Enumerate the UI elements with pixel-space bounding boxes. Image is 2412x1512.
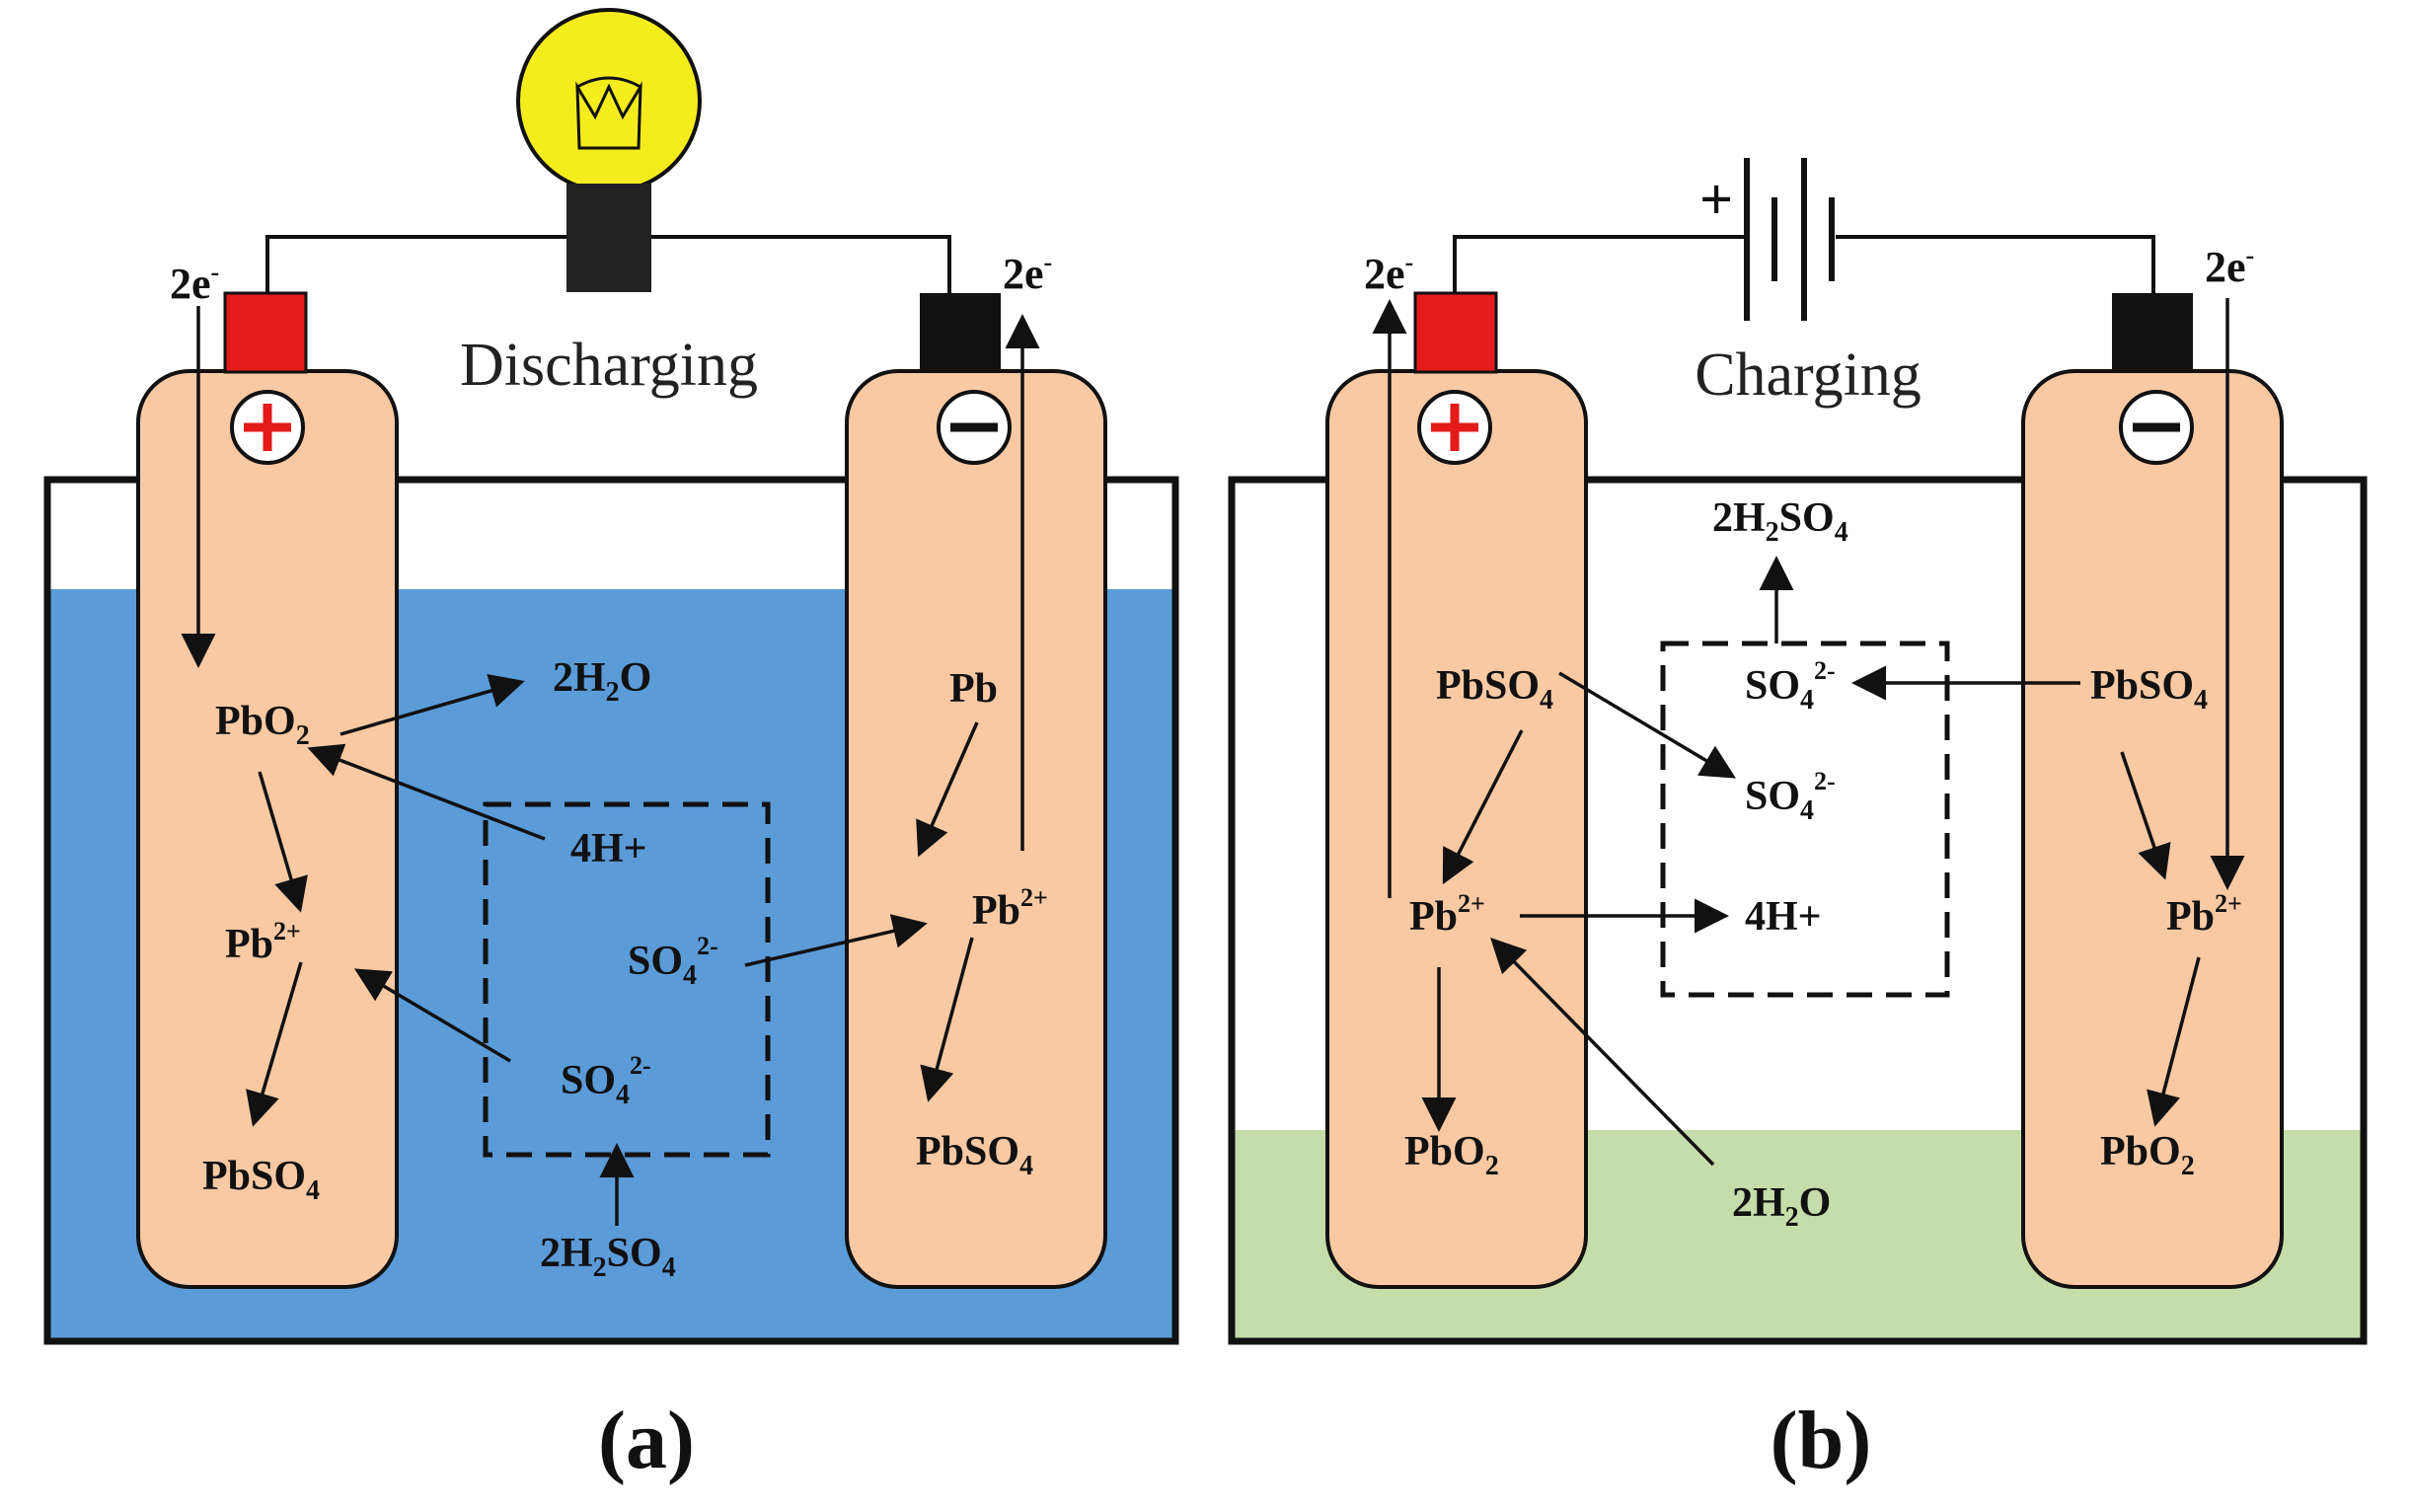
so4-label-top-b: SO42- [1745,656,1836,716]
arrow-pb-to-pb2 [916,721,979,858]
h2o-label-b: 2H2O [1732,1180,1831,1233]
pbso4-label-right-b: PbSO4 [2090,663,2208,716]
arrow-h2o-to-pb2 [1490,938,1715,1167]
battery-source-icon [1744,158,1835,321]
so4-label-right-a: SO42- [628,932,718,991]
electron-label-left-a: 2e- [170,258,219,308]
minus-symbol-icon [937,390,1012,465]
pb2-label-left-b: Pb2+ [1409,889,1485,940]
h2so4-label-a: 2H2SO4 [540,1231,676,1283]
so4-label-mid-b: SO42- [1745,767,1836,826]
ion-box-b [1660,641,1950,998]
h2o-label-a: 2H2O [553,655,651,708]
arrow-pbo2-to-h2o [339,673,525,736]
arrow-pb2-to-pbso4-right [920,937,974,1102]
arrow-pbso4-left-to-pb2 [1442,729,1524,885]
negative-terminal-b [2112,293,2193,372]
arrow-pbo2-to-pb2 [258,771,308,913]
panel-b-title: Charging [1695,341,1922,409]
tank-a [43,476,1179,1345]
h2so4-label-b: 2H2SO4 [1712,495,1848,548]
negative-terminal-a [920,293,1001,372]
minus-symbol-icon [2119,390,2194,465]
arrow-pb2-to-pbso4 [246,961,303,1127]
battery-plus-label: + [1699,167,1733,232]
pb2-label-left-a: Pb2+ [225,917,301,967]
wire-b-left [1453,235,1747,293]
arrow-pbso4-left-to-so4-mid [1558,671,1737,779]
pb2-label-right-b: Pb2+ [2166,889,2242,940]
arrow-so4-to-pb2-right [744,914,928,967]
pb2-label-right-a: Pb2+ [972,883,1048,934]
tank-b [1228,476,2368,1345]
pbo2-label-right-b: PbO2 [2100,1129,2195,1181]
panel-b-charging: + Charging 2e- 2e- 2H2SO4 PbSO4 SO42- Pb… [1228,158,2368,1486]
pbso4-label-left-b: PbSO4 [1436,663,1553,716]
light-bulb-icon [516,8,702,292]
panel-a-caption: (a) [598,1395,695,1486]
h-plus-label-b: 4H+ [1745,894,1822,940]
arrow-so4-to-pb2 [353,968,511,1063]
panel-a-discharging: Discharging 2e- 2e- PbO2 2H2O 4H+ Pb2+ S… [43,8,1179,1486]
pbso4-label-left-a: PbSO4 [202,1154,320,1206]
electron-label-right-b: 2e- [2205,241,2254,291]
h-plus-label-a: 4H+ [570,826,647,871]
arrow-pb2-right-to-pbo2 [2147,956,2201,1127]
electron-label-right-a: 2e- [1003,248,1052,298]
arrow-h-to-pbo2 [307,743,546,841]
arrow-pbso4-right-to-pb2 [2120,751,2171,880]
panel-a-title: Discharging [460,332,758,399]
pbo2-label-left-b: PbO2 [1404,1129,1499,1181]
panel-b-caption: (b) [1771,1395,1872,1486]
positive-plate-a [136,369,399,1289]
pbo2-label-a: PbO2 [215,699,310,751]
pbso4-label-right-a: PbSO4 [916,1129,1033,1181]
so4-label-left-a: SO42- [561,1051,651,1110]
positive-terminal-b [1413,291,1498,374]
electron-label-left-b: 2e- [1364,248,1413,298]
plus-symbol-icon [230,390,305,465]
pb-label-a: Pb [949,666,998,712]
positive-terminal-a [223,291,308,374]
plus-symbol-icon [1417,390,1492,465]
wire-b-right [1836,235,2155,293]
